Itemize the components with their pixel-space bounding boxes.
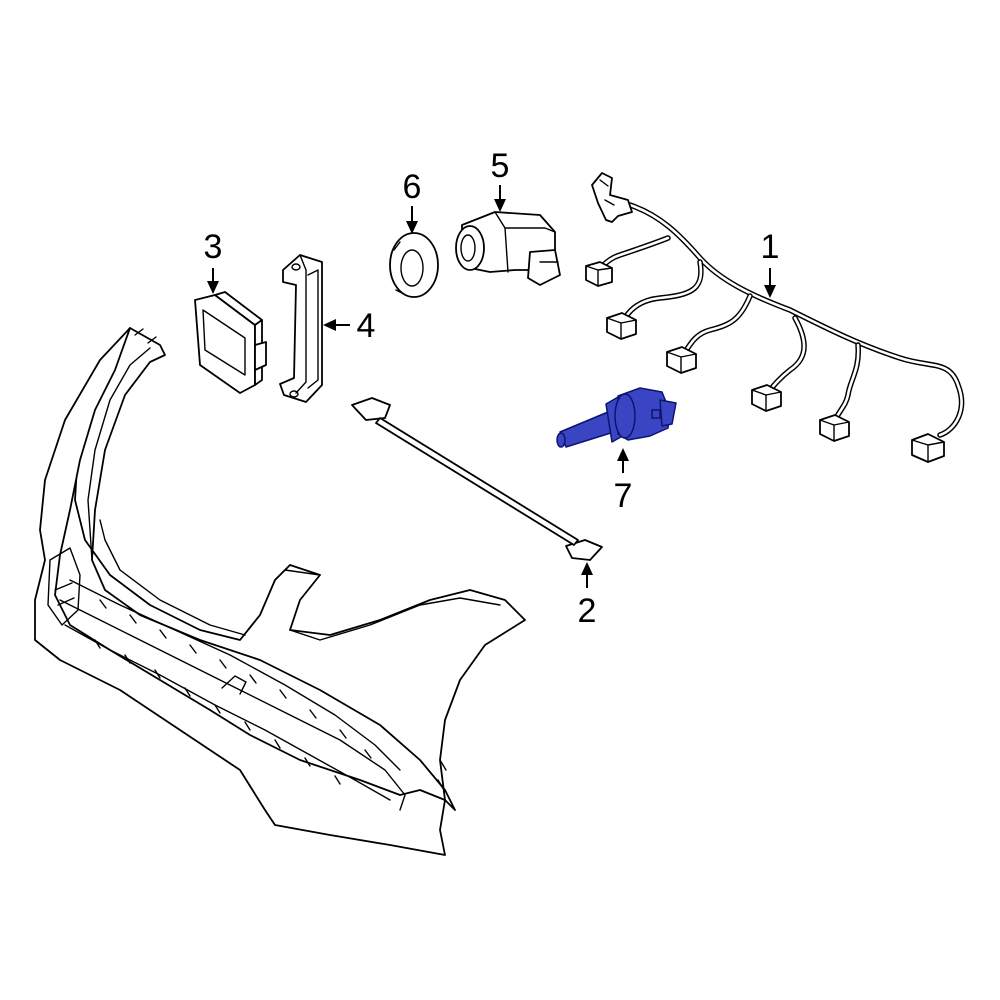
callout-3: 3 xyxy=(204,228,223,266)
callout-6: 6 xyxy=(403,168,422,206)
control-module-part-3[interactable] xyxy=(194,291,267,394)
mounting-strip-part-2[interactable] xyxy=(351,397,603,561)
callout-5: 5 xyxy=(491,147,510,185)
wiring-harness-part-1[interactable] xyxy=(585,172,965,463)
bumper-cover[interactable] xyxy=(34,327,526,856)
callout-1: 1 xyxy=(761,228,780,266)
sensor-part-7[interactable] xyxy=(556,387,677,448)
park-sensor-part-5[interactable] xyxy=(455,211,561,286)
retainer-ring-part-6[interactable] xyxy=(389,232,439,298)
callout-7: 7 xyxy=(614,477,633,515)
callout-4: 4 xyxy=(357,307,376,345)
callout-arrows xyxy=(207,185,776,588)
bracket-part-4[interactable] xyxy=(279,254,323,403)
callout-2: 2 xyxy=(578,592,597,630)
